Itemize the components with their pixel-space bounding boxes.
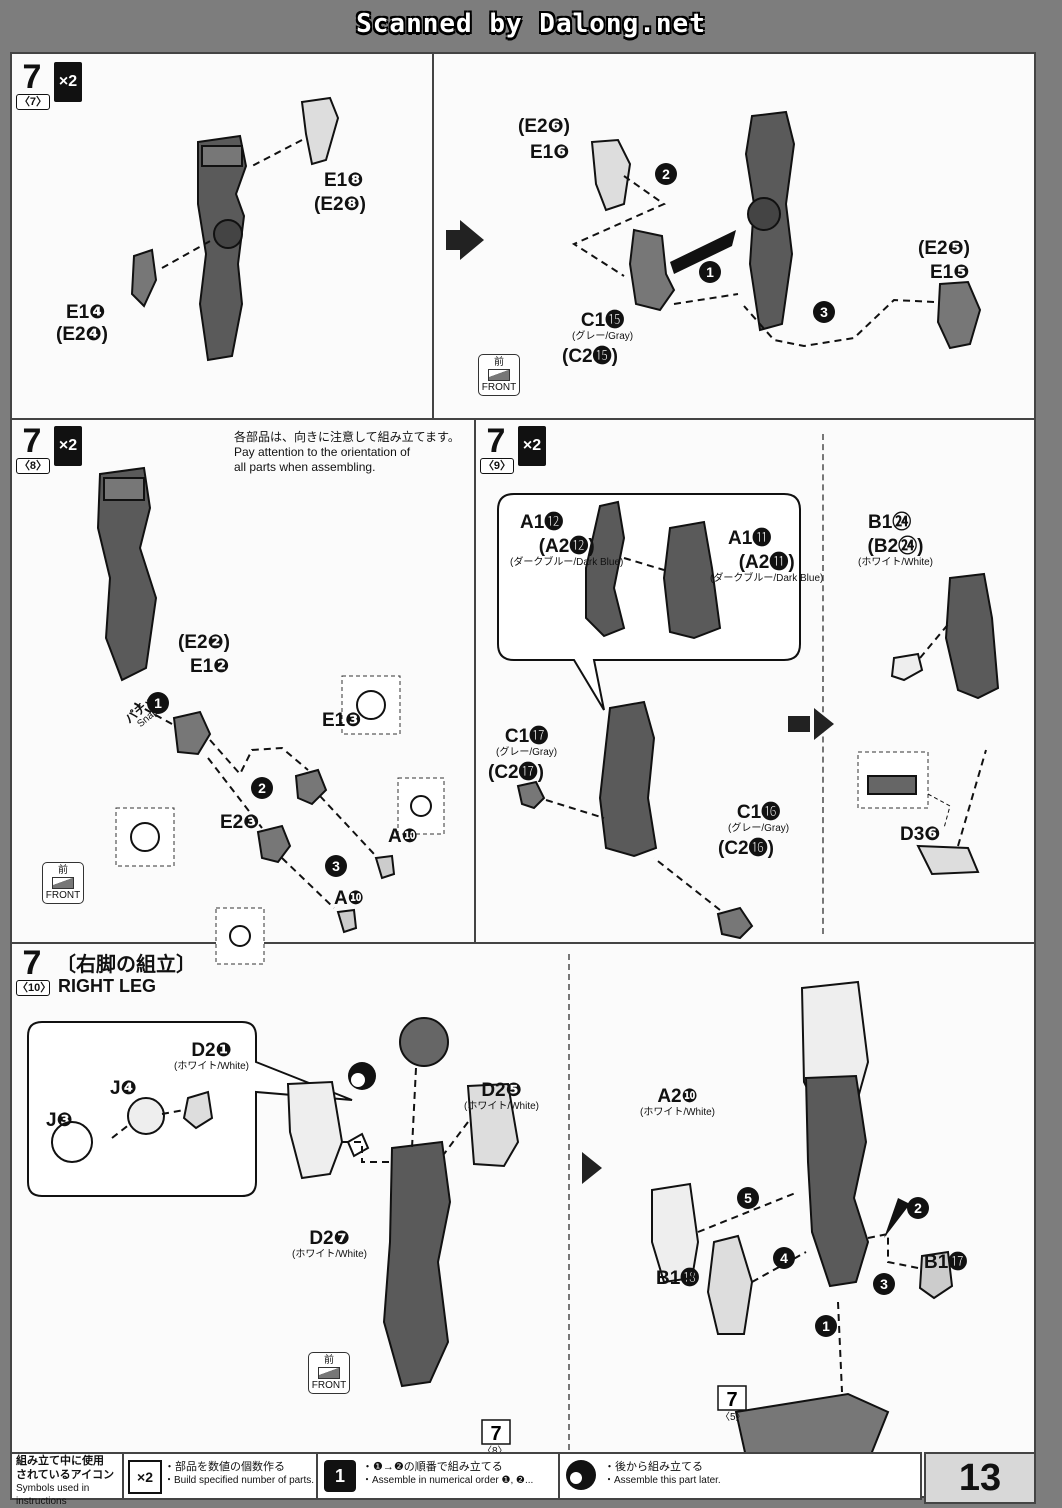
part-label-e1-5: E1❺ — [930, 262, 970, 283]
assemble-later-icon — [566, 1460, 596, 1490]
legend-order: 1 ・❶→❷の順番で組み立てる ・Assemble in numerical o… — [318, 1454, 560, 1498]
scan-credit: Scanned by Dalong.net — [356, 9, 706, 39]
step-number: 7 — [22, 422, 42, 460]
part-label-e1-6: E1❻ — [530, 142, 570, 163]
part-label-b1-24: B1㉔ — [868, 512, 912, 533]
part-label-e1-4: E1❹ — [66, 302, 106, 323]
part-label-c1-15: C1⓯ (グレー/Gray) — [572, 310, 634, 342]
part-label-j4: J❹ — [110, 1078, 137, 1099]
step-sub: 〈7〉 — [16, 94, 50, 110]
svg-text:2: 2 — [258, 780, 266, 796]
part-label-e1-3: E1❸ — [322, 710, 362, 731]
svg-text:7: 7 — [490, 1423, 501, 1445]
divider — [474, 418, 476, 942]
front-orientation-icon: 前 FRONT — [308, 1352, 350, 1394]
step-number: 7 — [22, 58, 42, 96]
part-label-b1-18: B1⓲ — [656, 1268, 700, 1289]
order-icon: 1 — [324, 1460, 356, 1492]
divider — [432, 54, 434, 418]
part-label-e2-3: E2❸ — [220, 812, 260, 833]
svg-text:1: 1 — [154, 695, 162, 711]
step-sub: 〈9〉 — [480, 458, 514, 474]
part-label-a2-10: A2❿ (ホワイト/White) — [640, 1086, 715, 1118]
part-label-b2-24: (B2㉔) (ホワイト/White) — [858, 536, 933, 568]
symbols-legend: 組み立て中に使用 されているアイコン Symbols used in instr… — [10, 1452, 922, 1507]
reference-step-8: 〈8〉 — [482, 1444, 508, 1459]
svg-text:1: 1 — [706, 264, 714, 280]
next-arrow — [446, 220, 484, 260]
right-leg-assembly-diagram: 7 — [27, 1017, 602, 1445]
section-title-en: RIGHT LEG — [58, 976, 156, 996]
orientation-note: 各部品は、向きに注意して組み立てます。 Pay attention to the… — [234, 430, 460, 474]
svg-text:3: 3 — [880, 1276, 888, 1292]
part-label-d2-5: D2❺ (ホワイト/White) — [464, 1080, 539, 1112]
svg-text:3: 3 — [820, 304, 828, 320]
right-leg-final-diagram: 5 4 3 2 1 7 — [651, 980, 954, 1468]
svg-text:2: 2 — [914, 1200, 922, 1216]
svg-text:4: 4 — [780, 1250, 788, 1266]
svg-text:2: 2 — [662, 166, 670, 182]
part-label-e2-4: (E2❹) — [56, 324, 108, 345]
part-label-d2-1: D2❶ (ホワイト/White) — [174, 1040, 249, 1072]
multiply-icon: ×2 — [54, 426, 82, 466]
part-label-e1-8: E1❽ — [324, 170, 364, 191]
svg-text:1: 1 — [822, 1318, 830, 1334]
instruction-sheet: 7 〈7〉 ×2 E1❽ (E2❽) E1❹ (E2❹) — [10, 52, 1036, 1498]
front-orientation-icon: 前 FRONT — [42, 862, 84, 904]
reference-step-5: 〈5〉 — [720, 1412, 746, 1423]
section-title-jp: 〔右脚の組立〕 — [56, 954, 196, 976]
step-number: 7 — [22, 944, 42, 982]
part-label-c2-17: (C2⓱) — [488, 762, 544, 783]
ankle-joint-diagram: 1 2 3 — [96, 466, 445, 965]
divider — [822, 434, 824, 934]
step-sub: 〈8〉 — [16, 458, 50, 474]
leg-inner-frame-diagram — [130, 96, 340, 362]
legend-later: ・後から組み立てる ・Assemble this part later. — [560, 1454, 916, 1498]
calf-armor-diagram — [497, 493, 1000, 940]
divider — [12, 418, 1034, 420]
part-label-e2-2: (E2❷) — [178, 632, 230, 653]
svg-text:3: 3 — [332, 858, 340, 874]
part-label-d3-6: D3❻ — [900, 824, 941, 845]
leg-armor-assembly-diagram: 1 2 3 — [571, 110, 982, 350]
divider — [568, 954, 570, 1490]
part-label-e1-2: E1❷ — [190, 656, 230, 677]
part-label-d2-7: D2❼ (ホワイト/White) — [292, 1228, 367, 1260]
svg-text:7: 7 — [726, 1389, 737, 1411]
part-label-j3: J❸ — [46, 1110, 73, 1131]
svg-text:5: 5 — [744, 1190, 752, 1206]
part-label-a2-12: (A2⓬) (ダークブルー/Dark Blue) — [510, 536, 624, 568]
multiply-icon: ×2 — [128, 1460, 162, 1494]
front-orientation-icon: 前 FRONT — [478, 354, 520, 396]
part-label-a2-11: (A2⓫) (ダークブルー/Dark Blue) — [710, 552, 824, 584]
part-label-b1-17: B1⓱ — [924, 1252, 968, 1273]
page-number: 13 — [924, 1452, 1036, 1504]
legend-title: 組み立て中に使用 されているアイコン Symbols used in instr… — [16, 1454, 124, 1507]
part-label-c1-17: C1⓱ (グレー/Gray) — [496, 726, 558, 758]
part-label-c2-15: (C2⓯) — [562, 346, 618, 367]
multiply-icon: ×2 — [518, 426, 546, 466]
legend-multiply: ×2 ・部品を数値の個数作る ・Build specified number o… — [124, 1454, 318, 1498]
part-label-e2-8: (E2❽) — [314, 194, 366, 215]
part-label-a1-12: A1⓬ — [520, 512, 564, 533]
part-label-a10: A❿ — [388, 826, 418, 847]
part-label-e2-6: (E2❻) — [518, 116, 570, 137]
part-label-c2-16: (C2⓰) — [718, 838, 774, 859]
step-sub: 〈10〉 — [16, 980, 52, 996]
step-number: 7 — [486, 422, 506, 460]
divider — [12, 942, 1034, 944]
multiply-icon: ×2 — [54, 62, 82, 102]
part-label-e2-5: (E2❺) — [918, 238, 970, 259]
part-label-a1-11: A1⓫ — [728, 528, 772, 549]
part-label-c1-16: C1⓰ (グレー/Gray) — [728, 802, 790, 834]
part-label-a10: A❿ — [334, 888, 364, 909]
